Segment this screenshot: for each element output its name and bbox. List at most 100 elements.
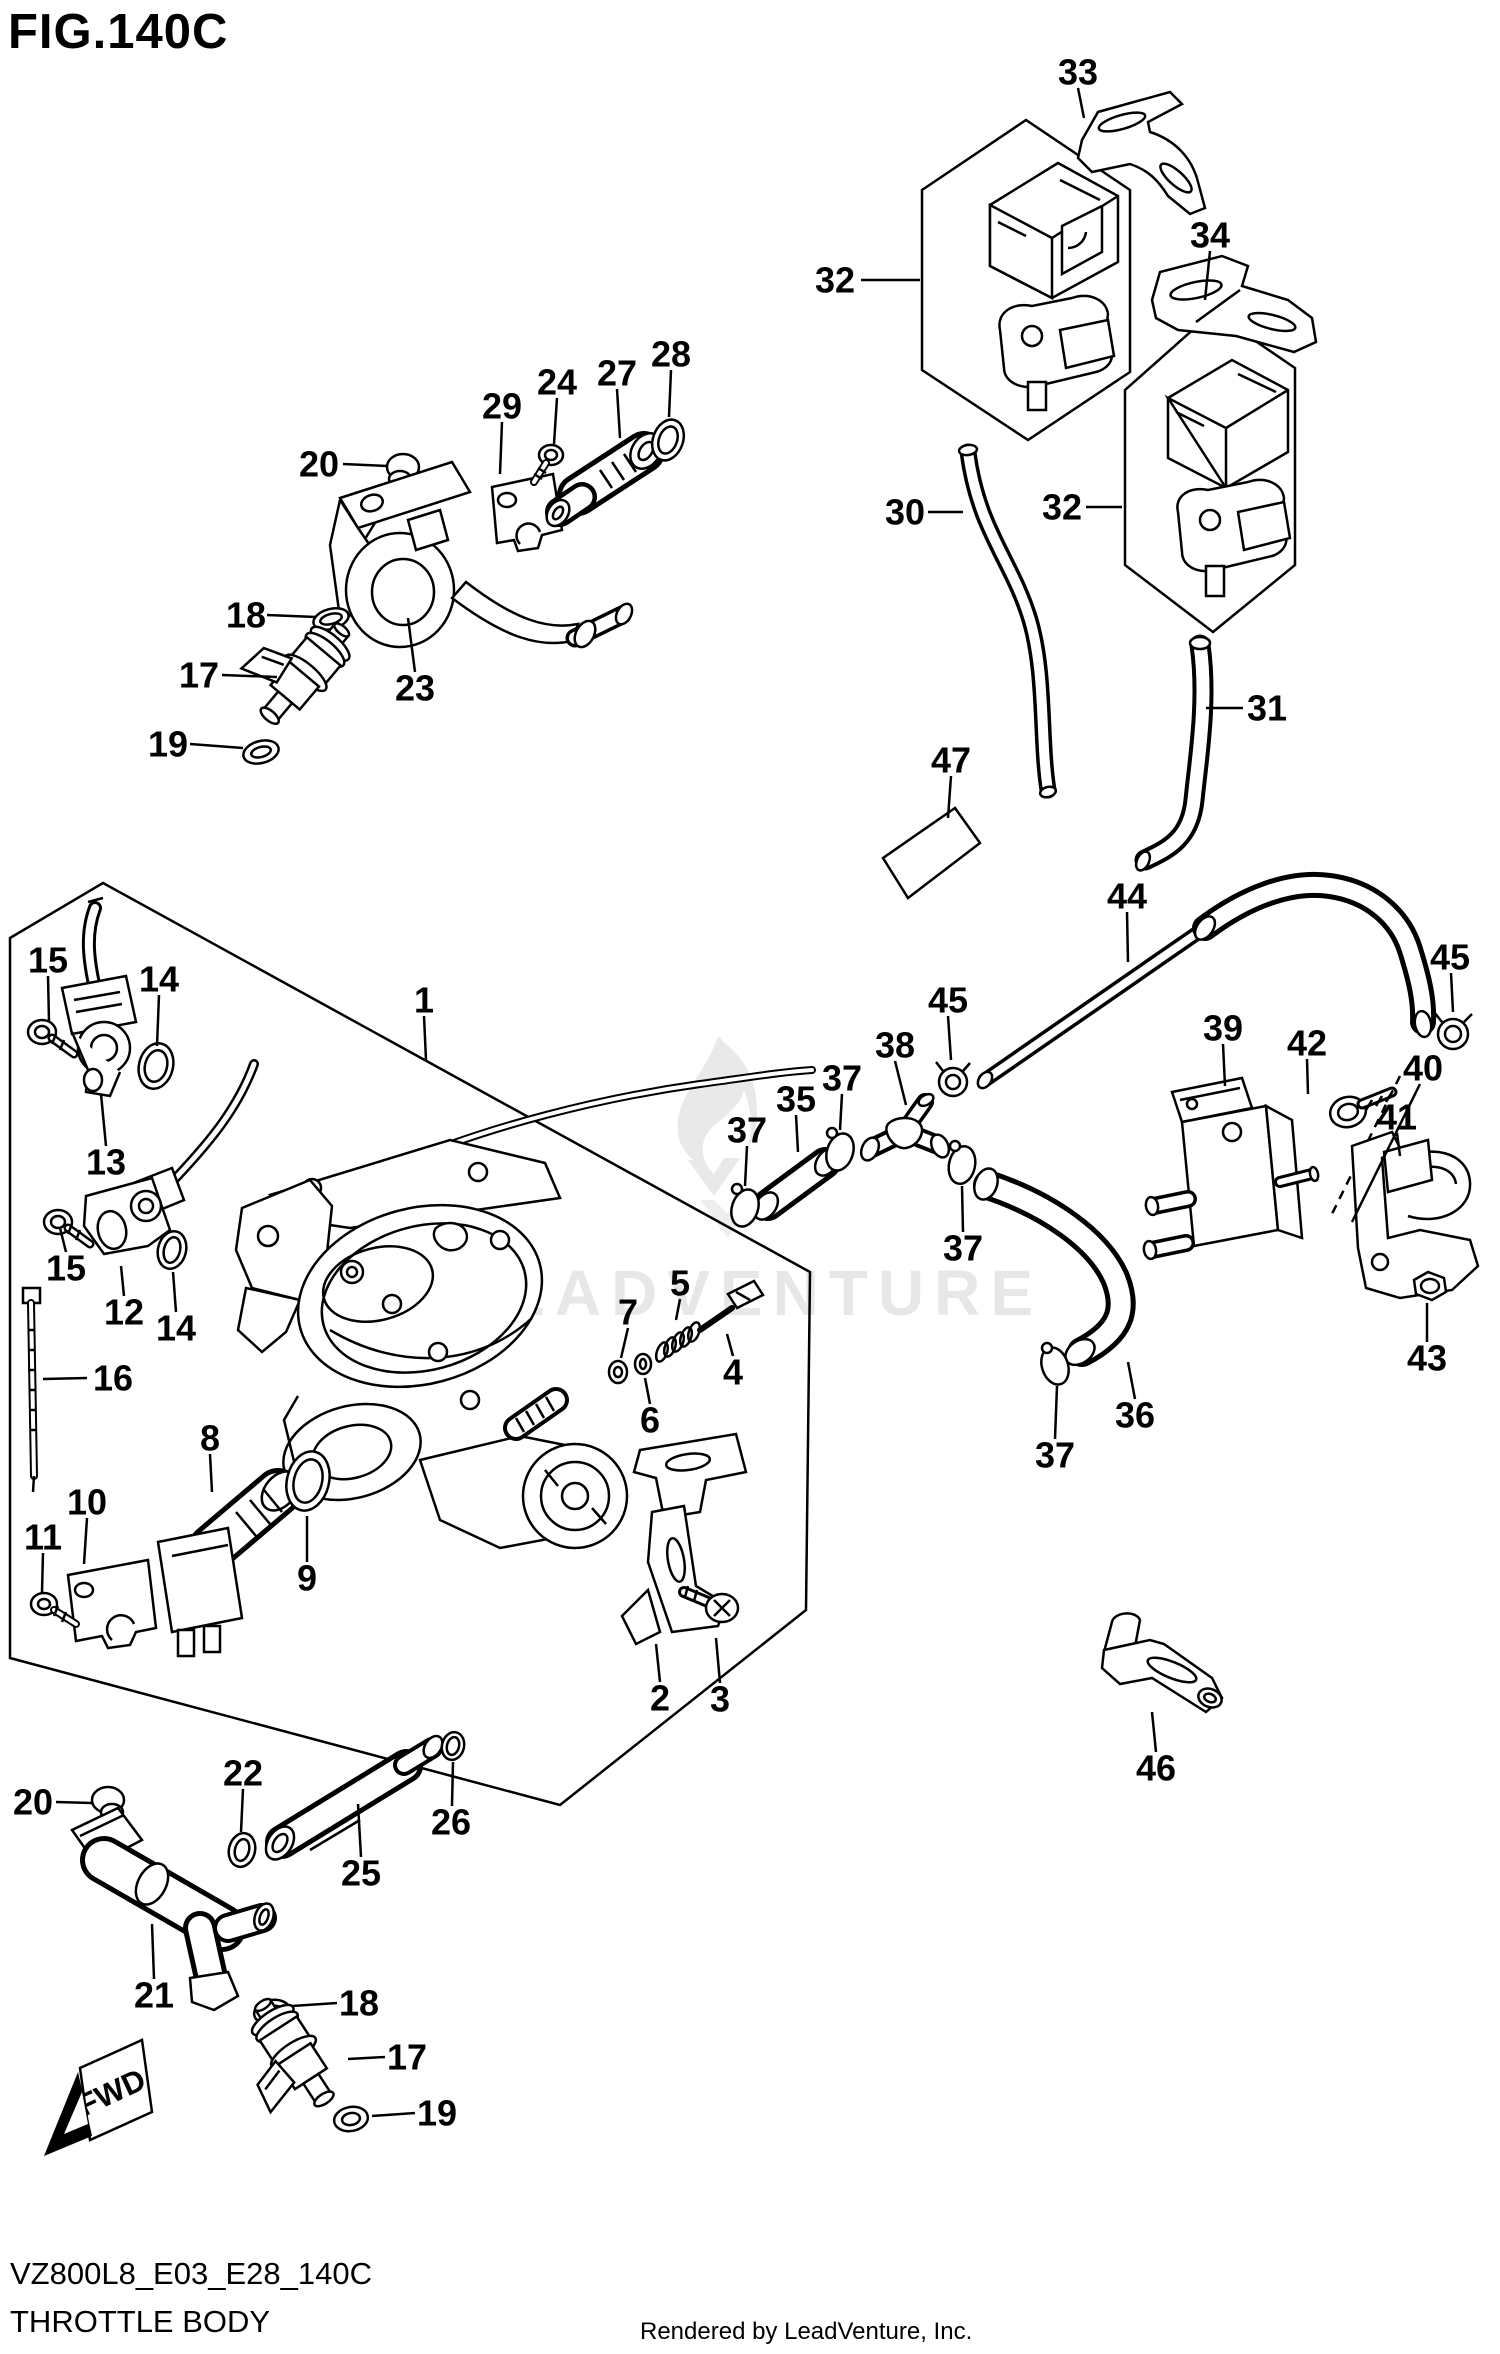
part-label-32[interactable]: 32 <box>1042 487 1122 528</box>
part-label-33[interactable]: 33 <box>1058 52 1098 119</box>
part-11-screw <box>29 1591 80 1628</box>
part-label-23[interactable]: 23 <box>395 617 435 709</box>
part-label-13[interactable]: 13 <box>86 1093 126 1183</box>
part-label-36[interactable]: 36 <box>1115 1361 1155 1436</box>
svg-text:7: 7 <box>618 1292 638 1333</box>
svg-text:15: 15 <box>28 940 68 981</box>
part-label-37[interactable]: 37 <box>943 1185 983 1269</box>
part-label-14[interactable]: 14 <box>139 959 179 1047</box>
part-label-18[interactable]: 18 <box>291 1983 379 2024</box>
part-37-clamp-d <box>1040 1341 1070 1386</box>
part-17-injector-top <box>239 622 351 725</box>
part-label-15[interactable]: 15 <box>28 940 68 1023</box>
svg-text:42: 42 <box>1287 1023 1327 1064</box>
part-label-40[interactable]: 40 <box>1350 1048 1443 1223</box>
part-label-32[interactable]: 32 <box>815 260 920 301</box>
part-label-12[interactable]: 12 <box>104 1265 144 1333</box>
part-label-45[interactable]: 45 <box>1430 937 1470 1013</box>
part-label-43[interactable]: 43 <box>1407 1303 1447 1379</box>
part-label-2[interactable]: 2 <box>650 1643 670 1719</box>
part-13-sensor <box>60 896 138 1098</box>
part-label-17[interactable]: 17 <box>179 655 278 696</box>
svg-text:30: 30 <box>885 492 925 533</box>
part-label-26[interactable]: 26 <box>431 1761 471 1843</box>
part-label-28[interactable]: 28 <box>651 334 691 418</box>
part-label-27[interactable]: 27 <box>597 353 637 439</box>
svg-text:37: 37 <box>727 1110 767 1151</box>
part-47-label-plate <box>881 806 982 900</box>
svg-text:29: 29 <box>482 386 522 427</box>
part-label-4[interactable]: 4 <box>723 1333 743 1393</box>
part-label-38[interactable]: 38 <box>875 1025 915 1106</box>
part-label-16[interactable]: 16 <box>42 1358 133 1399</box>
fwd-marker: FWD <box>44 2038 154 2156</box>
part-label-19[interactable]: 19 <box>371 2093 457 2134</box>
part-label-5[interactable]: 5 <box>670 1263 690 1321</box>
part-label-6[interactable]: 6 <box>640 1377 660 1441</box>
part-group-box <box>8 881 812 1807</box>
part-label-30[interactable]: 30 <box>885 492 963 533</box>
part-36-hose <box>973 1167 1136 1367</box>
part-label-34[interactable]: 34 <box>1190 215 1230 301</box>
part-6-washer <box>633 1352 653 1376</box>
part-15-screw-a <box>26 1018 79 1059</box>
part-label-37[interactable]: 37 <box>1035 1385 1075 1476</box>
svg-text:16: 16 <box>93 1358 133 1399</box>
part-label-19[interactable]: 19 <box>148 724 244 765</box>
part-3-screw <box>678 1585 740 1624</box>
part-label-25[interactable]: 25 <box>341 1803 381 1894</box>
part-label-8[interactable]: 8 <box>200 1418 220 1493</box>
part-12-sensor <box>82 1059 259 1256</box>
part-label-3[interactable]: 3 <box>710 1637 730 1720</box>
part-label-17[interactable]: 17 <box>347 2037 427 2078</box>
part-label-18[interactable]: 18 <box>226 595 317 636</box>
part-label-41[interactable]: 41 <box>1377 1097 1417 1157</box>
part-label-7[interactable]: 7 <box>618 1292 638 1359</box>
part-label-22[interactable]: 22 <box>223 1753 263 1833</box>
part-19-seal-bottom <box>332 2105 370 2133</box>
svg-text:37: 37 <box>1035 1435 1075 1476</box>
svg-text:14: 14 <box>139 959 179 1000</box>
part-label-47[interactable]: 47 <box>931 740 971 819</box>
part-label-1[interactable]: 1 <box>414 980 434 1061</box>
part-17-injector-bottom <box>250 1997 335 2115</box>
part-label-11[interactable]: 11 <box>24 1517 62 1593</box>
part-43-nut <box>1412 1270 1448 1302</box>
svg-text:3: 3 <box>710 1679 730 1720</box>
part-label-20[interactable]: 20 <box>13 1782 93 1823</box>
svg-text:34: 34 <box>1190 215 1230 256</box>
part-label-35[interactable]: 35 <box>776 1079 816 1153</box>
part-41-sticker <box>1382 1138 1434 1194</box>
part-label-14[interactable]: 14 <box>156 1271 196 1349</box>
part-label-44[interactable]: 44 <box>1107 876 1147 963</box>
part-10-bracket <box>66 1558 158 1650</box>
part-label-9[interactable]: 9 <box>297 1516 317 1599</box>
part-label-31[interactable]: 31 <box>1206 688 1287 729</box>
part-14-o-ring-a <box>137 1042 175 1090</box>
part-label-29[interactable]: 29 <box>482 386 522 475</box>
part-label-46[interactable]: 46 <box>1136 1711 1176 1789</box>
part-19-seal-top <box>242 739 280 765</box>
part-31-hose <box>1134 634 1214 872</box>
part-label-24[interactable]: 24 <box>537 362 577 445</box>
svg-text:31: 31 <box>1247 688 1287 729</box>
part-label-10[interactable]: 10 <box>67 1482 107 1565</box>
part-label-37[interactable]: 37 <box>822 1058 862 1131</box>
part-label-21[interactable]: 21 <box>134 1923 174 2016</box>
part-label-15[interactable]: 15 <box>46 1227 86 1289</box>
svg-text:1: 1 <box>414 980 434 1021</box>
part-label-39[interactable]: 39 <box>1203 1008 1243 1087</box>
part-32-box-2 <box>1123 310 1297 634</box>
svg-text:6: 6 <box>640 1400 660 1441</box>
svg-text:41: 41 <box>1377 1097 1417 1138</box>
part-label-20[interactable]: 20 <box>299 444 389 485</box>
svg-text:17: 17 <box>179 655 219 696</box>
part-label-37[interactable]: 37 <box>727 1110 767 1187</box>
svg-text:25: 25 <box>341 1853 381 1894</box>
part-label-42[interactable]: 42 <box>1287 1023 1327 1095</box>
svg-text:20: 20 <box>13 1782 53 1823</box>
part-15-screw-b <box>42 1208 95 1249</box>
part-label-45[interactable]: 45 <box>928 980 968 1061</box>
svg-text:33: 33 <box>1058 52 1098 93</box>
part-37-clamp-b <box>825 1126 855 1172</box>
